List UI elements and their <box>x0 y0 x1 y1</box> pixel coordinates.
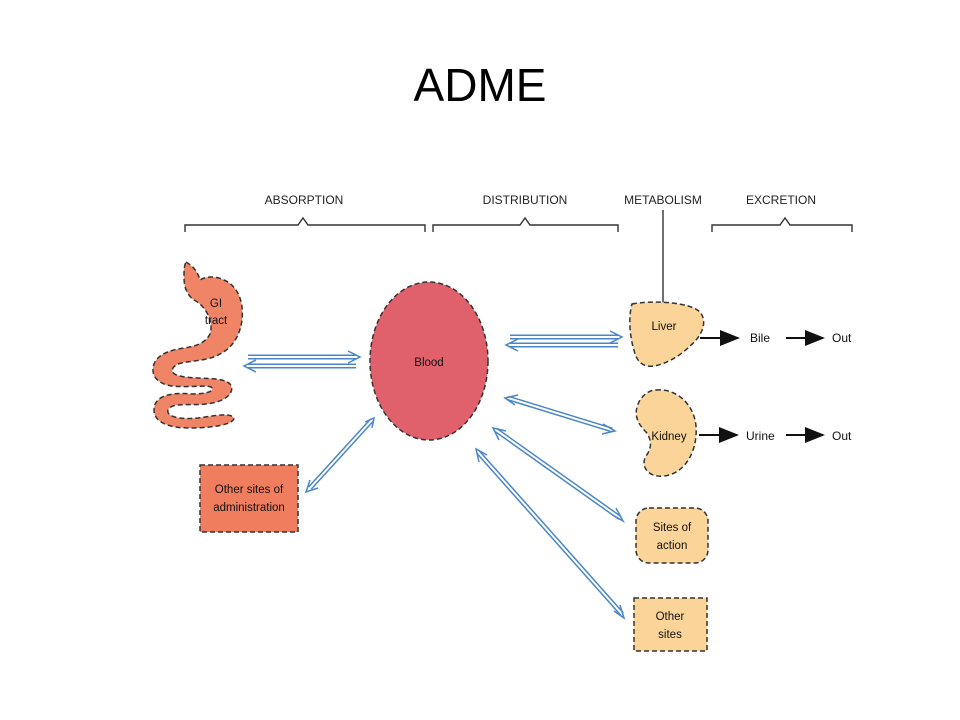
out-label-2: Out <box>832 429 852 443</box>
arrow-blood-sites-action <box>491 426 625 523</box>
urine-label: Urine <box>746 429 775 443</box>
brace-excretion <box>711 216 853 232</box>
kidney-node: Kidney <box>635 389 697 477</box>
header-metabolism: METABOLISM <box>624 193 702 207</box>
other-sites-line1: Other <box>656 611 685 623</box>
bile-label: Bile <box>750 331 770 345</box>
other-sites-line2: sites <box>658 629 682 641</box>
slide-title: ADME <box>413 59 547 111</box>
blood-label: Blood <box>414 357 443 369</box>
brace-absorption <box>184 216 426 232</box>
arrow-blood-kidney <box>503 394 618 435</box>
header-excretion: EXCRETION <box>746 193 816 207</box>
header-distribution: DISTRIBUTION <box>483 193 568 207</box>
blood-node: Blood <box>369 281 489 441</box>
other-admin-line1: Other sites of <box>215 484 284 496</box>
transport-arrows <box>242 330 626 620</box>
arrow-gi-blood <box>242 350 362 373</box>
gi-label-line1: GI <box>210 298 222 310</box>
gi-tract: GI tract <box>152 260 244 429</box>
gi-label-line2: tract <box>205 315 228 327</box>
other-admin-box: Other sites of administration <box>199 464 299 533</box>
out-label-1: Out <box>832 331 852 345</box>
sites-action-line1: Sites of <box>653 522 692 534</box>
arrow-blood-liver <box>504 330 624 352</box>
brace-distribution <box>432 216 619 232</box>
header-absorption: ABSORPTION <box>265 193 344 207</box>
other-admin-line2: administration <box>213 502 285 514</box>
kidney-label: Kidney <box>651 431 686 443</box>
arrow-blood-other-sites <box>474 447 626 620</box>
other-sites-node: Other sites <box>633 597 708 652</box>
sites-action-line2: action <box>657 540 688 552</box>
arrow-admin-blood <box>304 416 376 494</box>
liver-node: Liver <box>629 301 705 368</box>
sites-of-action-node: Sites of action <box>635 507 709 564</box>
liver-label: Liver <box>652 321 677 333</box>
excretion-arrows: Bile Out Urine Out <box>699 330 852 443</box>
